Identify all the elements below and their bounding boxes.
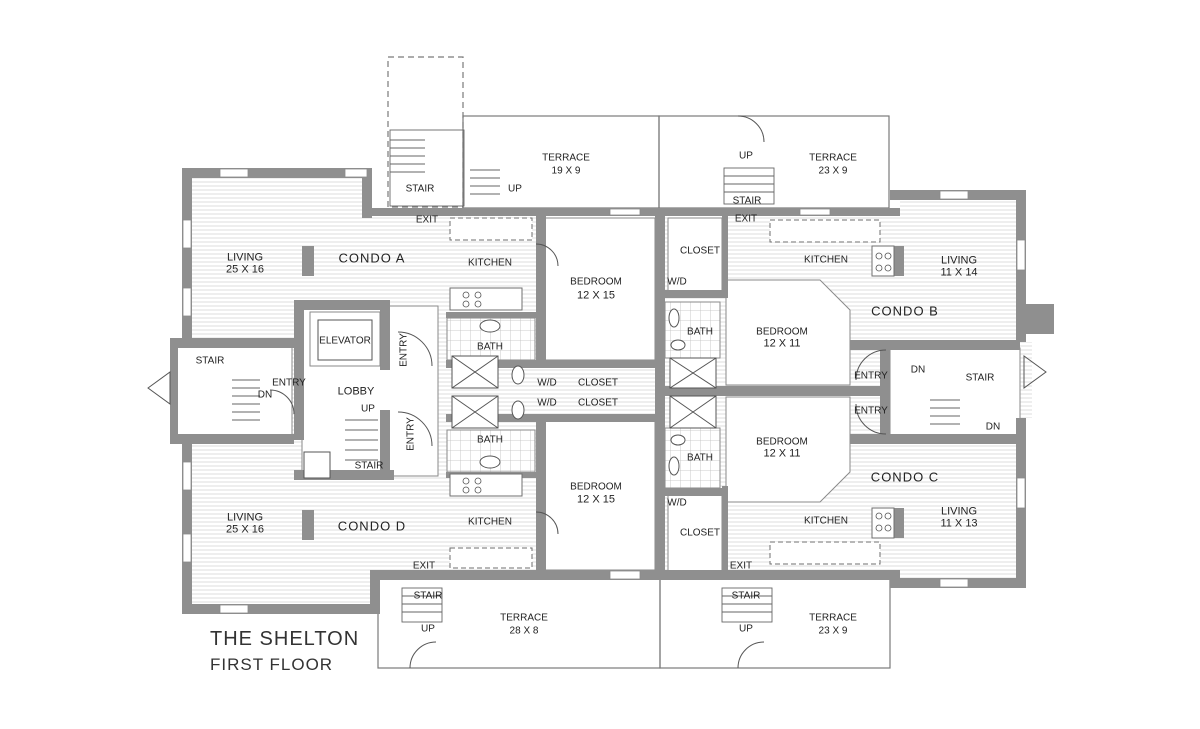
condo-d-bath-label: BATH xyxy=(477,434,503,446)
west-stair-label: STAIR xyxy=(195,355,225,367)
entry-d-label: ENTRY xyxy=(405,417,417,451)
condo-b-living-label: LIVING xyxy=(940,254,978,267)
condo-d-terrace-dim: 28 X 8 xyxy=(509,625,539,637)
condo-a-kitchen-label: KITCHEN xyxy=(468,257,512,269)
condo-b-terrace-label: TERRACE xyxy=(809,152,857,164)
condo-c-terrace-dim: 23 X 9 xyxy=(818,625,848,637)
lobby-entry-label: ENTRY xyxy=(272,377,306,389)
condo-a-exit-label: EXIT xyxy=(415,214,439,226)
north-stair-up: UP xyxy=(508,183,522,195)
plan-subtitle: FIRST FLOOR xyxy=(210,655,334,674)
condo-c-closet-label: CLOSET xyxy=(679,527,721,539)
plan-title: THE SHELTON xyxy=(210,628,360,650)
stairs xyxy=(232,129,960,623)
lobby-stair-up: UP xyxy=(361,403,375,415)
east-stair-dn-top: DN xyxy=(910,364,926,376)
condo-a-living-dim: 25 X 16 xyxy=(226,263,264,276)
condo-b-bedroom-label: BEDROOM xyxy=(756,326,808,338)
condo-c-exit-label: EXIT xyxy=(729,560,753,572)
condo-b-wd-label: W/D xyxy=(667,276,687,288)
condo-a-living-label: LIVING xyxy=(226,251,264,264)
condo-b-kitchen-label: KITCHEN xyxy=(804,254,848,266)
condo-c-kitchen-label: KITCHEN xyxy=(804,515,848,527)
interior-rooms xyxy=(171,217,1021,572)
condo-c-terrace-label: TERRACE xyxy=(809,612,857,624)
east-stair-label: STAIR xyxy=(965,372,995,384)
north-stair-label: STAIR xyxy=(405,183,435,195)
condo-a-bath-label: BATH xyxy=(477,341,503,353)
condo-d-terrace-label: TERRACE xyxy=(500,612,548,624)
condo-a-closet-label: CLOSET xyxy=(577,377,619,389)
condo-c-wd-label: W/D xyxy=(667,497,687,509)
condo-b-label: CONDO B xyxy=(871,303,939,319)
east-stair-dn-bottom: DN xyxy=(985,421,1001,433)
condo-a-terrace-dim: 19 X 9 xyxy=(551,165,581,177)
condo-c-bedroom-dim: 12 X 11 xyxy=(763,447,801,460)
condo-d-kitchen-label: KITCHEN xyxy=(468,516,512,528)
condo-c-stair-label: STAIR xyxy=(731,590,761,602)
lobby-stair-label: STAIR xyxy=(354,460,384,472)
doors xyxy=(147,115,1047,669)
bath-fixtures xyxy=(479,308,686,476)
condo-d-bedroom-dim: 12 X 15 xyxy=(577,493,615,506)
entry-a-label: ENTRY xyxy=(398,333,410,367)
condo-d-stair-label: STAIR xyxy=(413,590,443,602)
condo-d-closet-label: CLOSET xyxy=(577,397,619,409)
condo-c-stair-up: UP xyxy=(739,623,753,635)
condo-b-terrace-dim: 23 X 9 xyxy=(818,165,848,177)
condo-d-living-label: LIVING xyxy=(226,511,264,524)
west-stair-dn: DN xyxy=(257,389,273,401)
condo-b-stair-label: STAIR xyxy=(732,195,762,207)
condo-b-bedroom-dim: 12 X 11 xyxy=(763,337,801,350)
condo-c-living-label: LIVING xyxy=(940,505,978,518)
condo-a-bedroom-dim: 12 X 15 xyxy=(577,289,615,302)
condo-b-exit-label: EXIT xyxy=(734,213,758,225)
condo-d-exit-label: EXIT xyxy=(412,560,436,572)
condo-a-bedroom-label: BEDROOM xyxy=(570,276,622,288)
condo-d-bedroom-label: BEDROOM xyxy=(570,481,622,493)
condo-a-wd-label: W/D xyxy=(537,377,557,389)
condo-c-entry-label: ENTRY xyxy=(854,405,888,417)
condo-d-stair-up: UP xyxy=(421,623,435,635)
condo-b-bath-label: BATH xyxy=(687,326,713,338)
cooktops xyxy=(462,252,892,532)
lobby-label: LOBBY xyxy=(337,385,375,398)
condo-d-label: CONDO D xyxy=(337,518,407,534)
condo-c-bedroom-label: BEDROOM xyxy=(756,436,808,448)
condo-d-living-dim: 25 X 16 xyxy=(226,523,264,536)
condo-b-entry-label: ENTRY xyxy=(854,370,888,382)
condo-c-label: CONDO C xyxy=(870,469,940,485)
condo-b-closet-label: CLOSET xyxy=(679,245,721,257)
elevator-label: ELEVATOR xyxy=(319,335,371,347)
shafts xyxy=(303,311,717,479)
condo-a-terrace-label: TERRACE xyxy=(542,152,590,164)
condo-c-living-dim: 11 X 13 xyxy=(940,517,978,530)
windows xyxy=(182,168,1026,614)
condo-a-label: CONDO A xyxy=(338,250,406,266)
kitchen-counters xyxy=(449,217,895,569)
condo-b-stair-up: UP xyxy=(739,150,753,162)
condo-d-wd-label: W/D xyxy=(537,397,557,409)
condo-b-living-dim: 11 X 14 xyxy=(940,266,978,279)
condo-c-bath-label: BATH xyxy=(687,452,713,464)
